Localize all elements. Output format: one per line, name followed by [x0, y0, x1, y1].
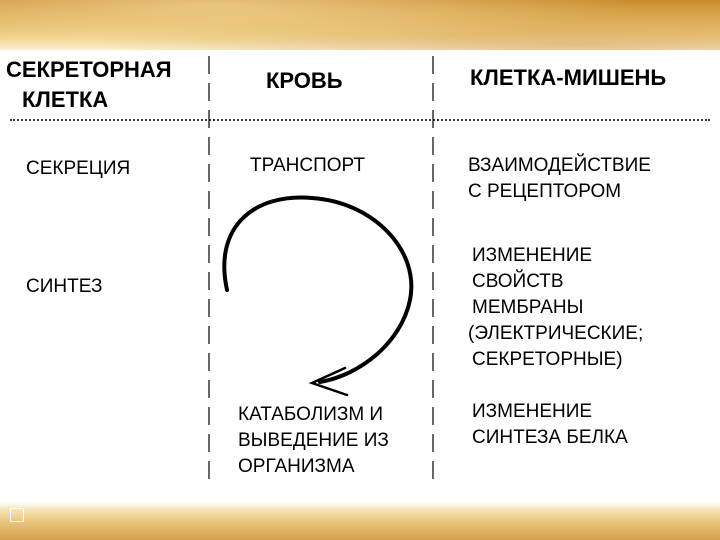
circular-arrow-icon — [224, 198, 411, 395]
